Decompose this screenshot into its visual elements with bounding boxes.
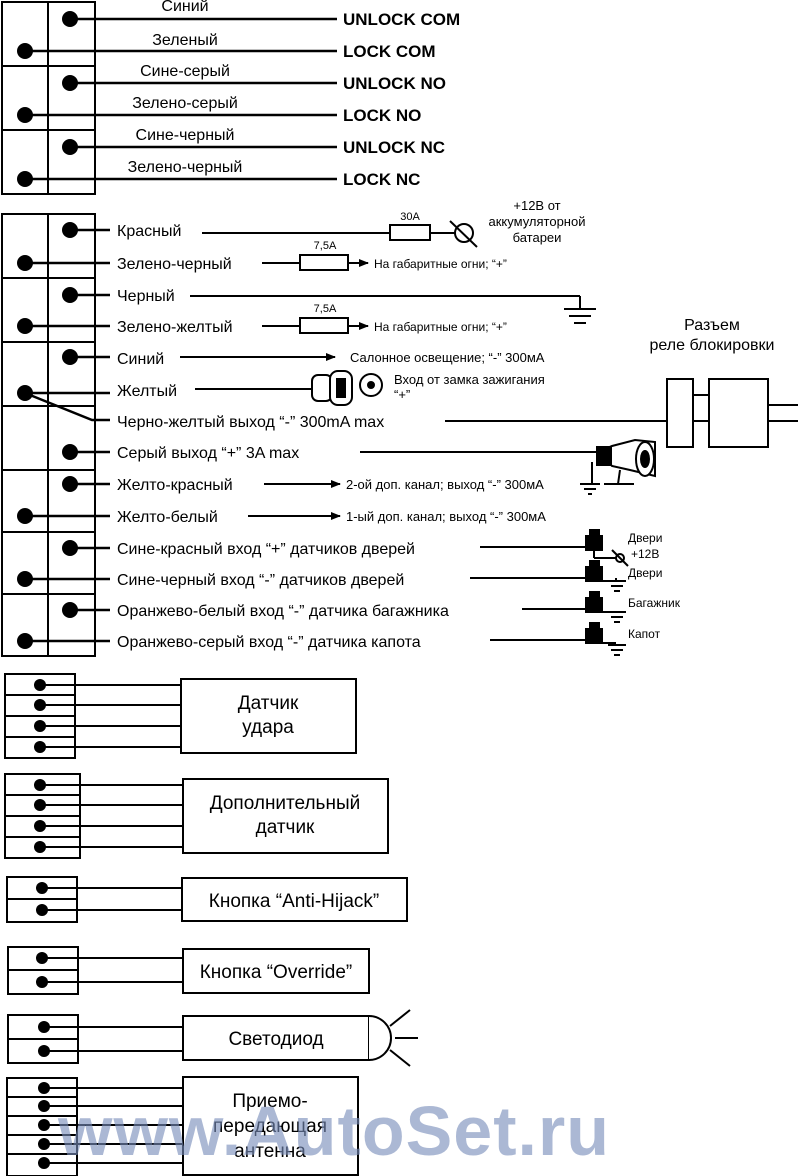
interior-light-label: Салонное освещение; “-” 300мА bbox=[350, 350, 545, 365]
additional-sensor-connector bbox=[4, 773, 183, 859]
central-lock-connector bbox=[1, 1, 96, 195]
main-wire-label: Красный bbox=[117, 223, 181, 240]
main-wire-label: Сине-красный вход “+” датчиков дверей bbox=[117, 541, 415, 558]
additional-sensor-label: датчик bbox=[256, 817, 315, 838]
doors-minus-label: Двери bbox=[628, 566, 662, 580]
main-wire-label: Черно-желтый выход “-” 300mA max bbox=[117, 414, 384, 431]
battery-label: батареи bbox=[513, 230, 562, 245]
wire-color-label: Зелено-серый bbox=[132, 95, 238, 112]
door-switch-icon bbox=[585, 529, 629, 567]
main-wire-label: Зелено-черный bbox=[117, 256, 232, 273]
main-wire-runs bbox=[180, 232, 667, 641]
fuse-7-5a-parking-2: 7,5A bbox=[299, 303, 369, 334]
antenna-pins bbox=[38, 1082, 50, 1169]
main-wire-label: Оранжево-белый вход “-” датчика багажник… bbox=[117, 603, 449, 620]
override-button-label: Кнопка “Override” bbox=[200, 962, 353, 983]
immobilizer-relay-connector bbox=[666, 378, 798, 448]
wire-color-label: Сине-серый bbox=[140, 63, 230, 80]
hood-label: Капот bbox=[628, 627, 661, 641]
main-wire-label: Синий bbox=[117, 351, 164, 368]
lock-output-label: UNLOCK COM bbox=[343, 10, 460, 29]
doors-plus-label: Двери bbox=[628, 531, 662, 545]
main-connector bbox=[1, 213, 96, 657]
wire-color-label: Зелено-черный bbox=[128, 159, 243, 176]
shock-sensor-box bbox=[180, 678, 357, 754]
antenna-box bbox=[182, 1076, 359, 1176]
led-light-rays-icon bbox=[389, 1009, 418, 1067]
aux-channel-2-label: 2-ой доп. канал; выход “-” 300мА bbox=[346, 477, 544, 492]
led-lens-icon bbox=[368, 1015, 392, 1061]
anti-hijack-button-box bbox=[181, 877, 408, 922]
parking-lights-label: На габаритные огни; “+” bbox=[374, 320, 507, 334]
lock-output-label: LOCK NC bbox=[343, 170, 420, 189]
wire-color-label: Зеленый bbox=[152, 32, 218, 49]
override-button-box bbox=[182, 948, 370, 994]
main-wire-label: Желто-белый bbox=[117, 509, 218, 526]
battery-label: +12В от bbox=[513, 198, 560, 213]
aux-channel-1-label: 1-ый доп. канал; выход “-” 300мА bbox=[346, 509, 546, 524]
lock-output-label: UNLOCK NO bbox=[343, 74, 446, 93]
antenna-label: передающая bbox=[213, 1116, 327, 1137]
hood-switch-icon bbox=[585, 622, 626, 656]
shock-sensor-pins bbox=[34, 679, 46, 753]
lock-output-label: LOCK COM bbox=[343, 42, 436, 61]
additional-sensor-label: Дополнительный bbox=[210, 793, 360, 814]
wire-color-label: Сине-черный bbox=[136, 127, 235, 144]
main-connector-wires bbox=[24, 228, 110, 643]
led-pins bbox=[38, 1021, 50, 1057]
main-wire-label: Зелено-желтый bbox=[117, 319, 233, 336]
shock-sensor-label: Датчик bbox=[238, 693, 299, 714]
antenna-label: антенна bbox=[234, 1141, 306, 1162]
anti-hijack-connector bbox=[6, 876, 182, 923]
wire-color-label: Синий bbox=[161, 0, 208, 15]
lock-output-label: LOCK NO bbox=[343, 106, 421, 125]
shock-sensor-label: удара bbox=[242, 717, 294, 738]
main-wire-label: Желтый bbox=[117, 383, 177, 400]
door-switch-icon bbox=[585, 560, 626, 592]
antenna-label: Приемо- bbox=[232, 1091, 307, 1112]
plus12-label: +12В bbox=[631, 547, 659, 561]
relay-label: реле блокировки bbox=[650, 337, 775, 354]
additional-sensor-box bbox=[182, 778, 389, 854]
shock-sensor-connector bbox=[4, 673, 181, 759]
override-connector bbox=[7, 946, 183, 995]
main-wire-label: Сине-черный вход “-” датчиков дверей bbox=[117, 572, 404, 589]
relay-label: Разъем bbox=[684, 317, 740, 334]
led-box bbox=[182, 1015, 370, 1061]
trunk-label: Багажник bbox=[628, 596, 681, 610]
fuse-30a: 30A bbox=[389, 211, 431, 241]
override-pins bbox=[36, 952, 48, 988]
siren-icon bbox=[580, 438, 656, 495]
ignition-label: Вход от замка зажигания bbox=[394, 372, 545, 387]
ignition-key-icon bbox=[311, 370, 383, 406]
trunk-switch-icon bbox=[585, 591, 626, 623]
svg-text:30A: 30A bbox=[400, 211, 420, 223]
led-connector bbox=[7, 1014, 183, 1064]
central-lock-wires bbox=[25, 17, 337, 181]
main-wire-label: Серый выход “+” 3A max bbox=[117, 445, 299, 462]
anti-hijack-button-label: Кнопка “Anti-Hijack” bbox=[209, 891, 379, 912]
ground-icon bbox=[564, 308, 596, 324]
anti-hijack-pins bbox=[36, 882, 48, 916]
main-wire-label: Оранжево-серый вход “-” датчика капота bbox=[117, 634, 421, 651]
ignition-label: “+” bbox=[394, 387, 410, 402]
additional-sensor-pins bbox=[34, 779, 46, 853]
main-wire-label: Черный bbox=[117, 288, 175, 305]
watermark: www.AutoSet.ru bbox=[58, 1092, 610, 1170]
battery-label: аккумуляторной bbox=[489, 214, 586, 229]
svg-text:7,5A: 7,5A bbox=[314, 240, 337, 252]
parking-lights-label: На габаритные огни; “+” bbox=[374, 257, 507, 271]
lock-output-label: UNLOCK NC bbox=[343, 138, 445, 157]
fuse-7-5a-parking-1: 7,5A bbox=[299, 240, 369, 271]
svg-text:7,5A: 7,5A bbox=[314, 303, 337, 315]
battery-terminal-icon bbox=[449, 220, 478, 248]
led-label: Светодиод bbox=[228, 1029, 323, 1050]
main-wire-label: Желто-красный bbox=[117, 477, 233, 494]
